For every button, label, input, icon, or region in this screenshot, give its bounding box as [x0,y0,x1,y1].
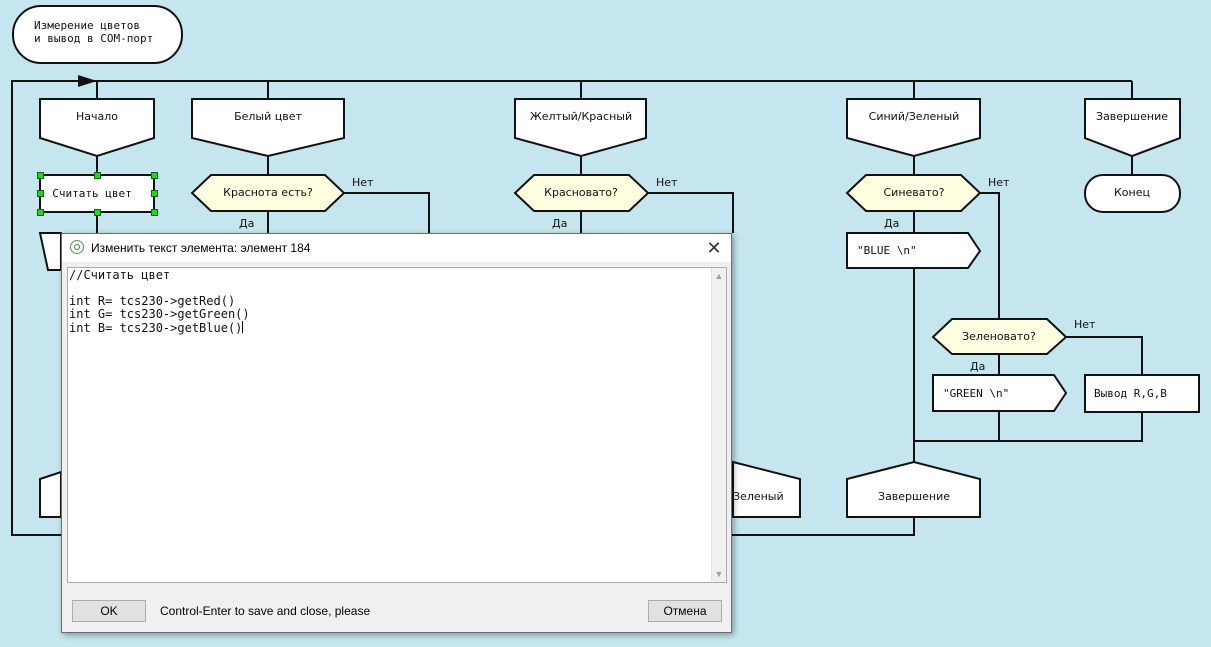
question-reddish-label: Красновато? [544,186,618,199]
dialog-title: Изменить текст элемента: элемент 184 [91,241,311,255]
footer-finish-label: Завершение [878,490,950,503]
question-bluish [845,174,982,212]
selection-handle[interactable] [94,172,101,179]
branch-header-blue-green [846,98,981,158]
title-terminal [12,5,183,64]
branch-label-white: Белый цвет [234,110,302,123]
dialog-titlebar[interactable]: Изменить текст элемента: элемент 184 ✕ [62,234,731,262]
title-line-1: Измерение цветов [34,19,140,32]
no-label-reddish: Нет [656,176,678,189]
edit-element-dialog: Изменить текст элемента: элемент 184 ✕ /… [61,233,732,633]
branch-label-blue-green: Синий/Зеленый [868,110,960,123]
yes-label-reddish: Да [552,217,568,230]
branch-header-white [191,98,345,158]
question-redness [190,174,346,212]
yes-label-redness: Да [239,217,255,230]
ok-button[interactable]: OK [72,600,146,622]
branch-header-finish [1084,98,1181,158]
selection-handle[interactable] [37,172,44,179]
selection-handle[interactable] [94,209,101,216]
selection-handle[interactable] [151,209,158,216]
text-caret [242,321,244,333]
scroll-down-icon[interactable]: ▼ [714,569,724,579]
end-terminal [1084,174,1181,213]
hint-text: Control-Enter to save and close, please [160,604,371,618]
title-line-2: и вывод в COM-порт [34,32,154,45]
yes-label-bluish: Да [884,217,900,230]
editor-text[interactable]: //Считать цвет int R= tcs230->getRed() i… [69,269,250,335]
close-icon[interactable]: ✕ [706,238,722,258]
app-icon [70,240,84,254]
editor-content: //Считать цвет int R= tcs230->getRed() i… [69,268,250,335]
selection-handle[interactable] [151,190,158,197]
no-label-greenish: Нет [1074,318,1096,331]
output-rgb-label: Вывод R,G,B [1094,387,1167,400]
question-greenish [931,318,1068,355]
question-greenish-label: Зеленовато? [962,330,1036,343]
cancel-button[interactable]: Отмена [648,600,722,622]
element-text-editor[interactable]: //Считать цвет int R= tcs230->getRed() i… [67,267,727,583]
yes-label-greenish: Да [970,360,986,373]
end-label: Конец [1114,186,1150,199]
output-blue [846,232,982,269]
output-green [932,374,1068,412]
branch-header-start [39,98,155,158]
footer-green [732,460,801,518]
partial-shape [38,232,62,271]
branch-label-start: Начало [75,110,119,123]
vertical-scrollbar[interactable]: ▲ ▼ [711,268,726,582]
footer-finish [846,460,981,518]
no-label-redness: Нет [352,176,374,189]
loop-connector [11,80,915,536]
footer-left-partial [39,470,62,518]
selection-handle[interactable] [37,190,44,197]
read-color-label: Считать цвет [52,187,132,200]
branch-label-yellow-red: Желтый/Красный [529,110,633,123]
question-bluish-label: Синевато? [883,186,945,199]
loop-arrow [78,75,97,87]
output-green-label: "GREEN \n" [943,387,1010,400]
question-redness-label: Краснота есть? [223,186,313,199]
no-label-bluish: Нет [988,176,1010,189]
selection-handle[interactable] [151,172,158,179]
selection-handle[interactable] [37,209,44,216]
output-blue-label: "BLUE \n" [857,244,917,257]
footer-green-label: Зеленый [733,490,784,503]
branch-label-finish: Завершение [1096,110,1168,123]
question-reddish [513,174,650,212]
branch-header-yellow-red [514,98,647,158]
scroll-up-icon[interactable]: ▲ [714,271,724,281]
output-rgb [1084,374,1200,413]
